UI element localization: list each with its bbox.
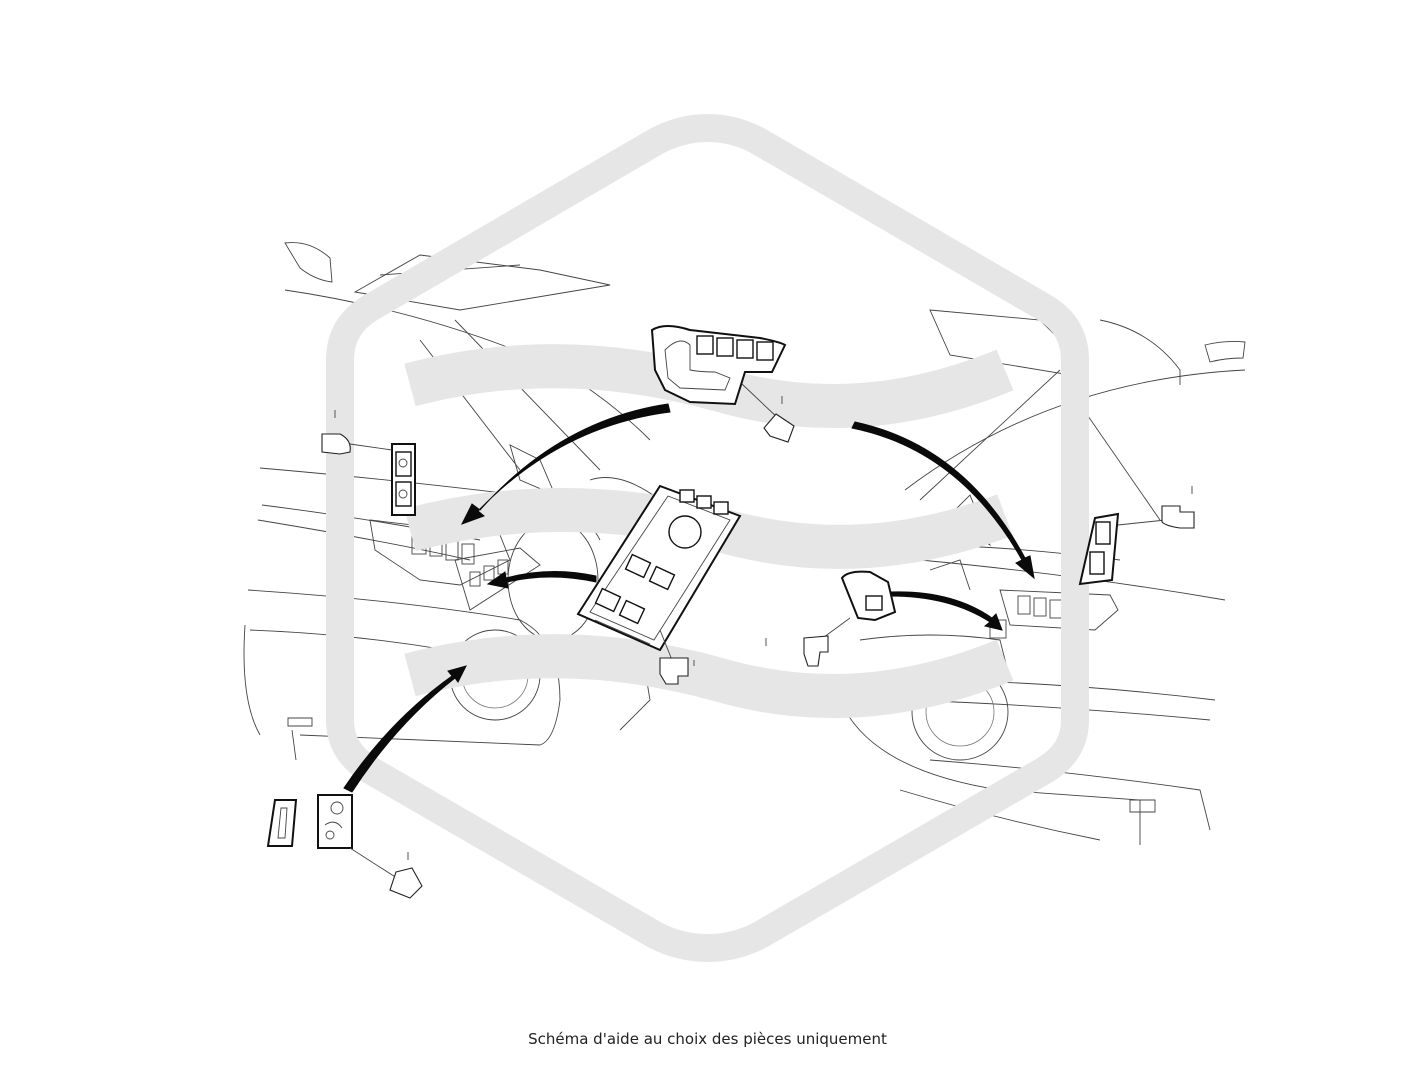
callout-tags bbox=[321, 383, 1195, 899]
arrow-right-window-switch bbox=[889, 591, 1003, 631]
arrow-lower-switch bbox=[343, 665, 467, 793]
arrow-seat-to-left-door bbox=[460, 403, 671, 525]
left-memory-switch bbox=[391, 443, 416, 516]
diagram-caption: Schéma d'aide au choix des pièces unique… bbox=[528, 1030, 887, 1048]
seat-adjust-switch bbox=[650, 325, 787, 406]
right-window-switch bbox=[840, 570, 897, 622]
right-memory-switch bbox=[1078, 512, 1120, 586]
main-window-switch-panel bbox=[576, 484, 742, 652]
tag-window-panel bbox=[659, 657, 689, 685]
tag-left-memory bbox=[321, 433, 351, 455]
arrow-window-to-left-door bbox=[486, 571, 597, 589]
tag-seat-switch bbox=[763, 413, 795, 443]
lower-trunk-switch bbox=[266, 794, 353, 849]
arrow-seat-to-right-door bbox=[851, 421, 1035, 580]
tag-lower-switch bbox=[389, 867, 423, 899]
tag-right-memory bbox=[1161, 505, 1195, 529]
arrows bbox=[343, 403, 1035, 793]
tag-right-window bbox=[803, 635, 829, 667]
